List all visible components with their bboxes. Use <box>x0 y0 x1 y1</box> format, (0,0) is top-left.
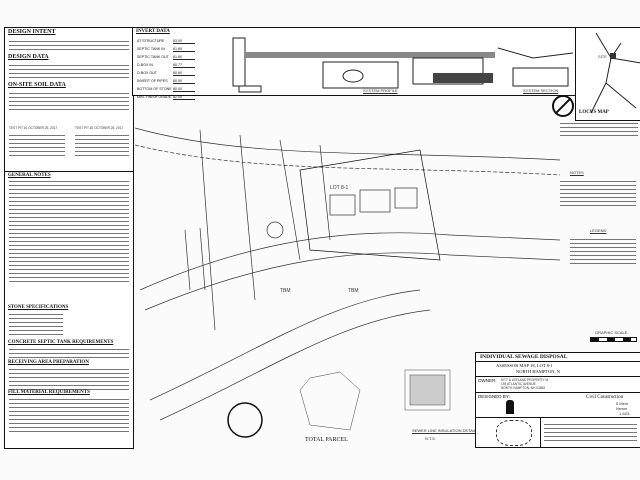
detail-title: SEWER LINE INSULATION DETAIL <box>412 428 477 433</box>
tank-reqs-heading: CONCRETE SEPTIC TANK REQUIREMENTS <box>8 340 114 345</box>
tbm-label-1: TBM <box>280 288 291 294</box>
designer-phone: 1-603- <box>619 411 631 416</box>
title-block: INDIVIDUAL SEWAGE DISPOSAL ASSESSOR MAP … <box>475 352 640 448</box>
assessor-label: ASSESSOR MAP 18, LOT 8-1 <box>496 363 553 368</box>
project-title: INDIVIDUAL SEWAGE DISPOSAL <box>480 354 568 360</box>
stone-specs-heading: STONE SPECIFICATIONS <box>8 305 69 310</box>
locus-info-lines <box>560 120 638 139</box>
designed-by-label: DESIGNED BY: <box>478 394 510 399</box>
graphic-scale-bar <box>590 337 637 342</box>
fill-heading: FILL MATERIAL REQUIREMENTS <box>8 390 90 395</box>
invert-data-heading: INVERT DATA <box>136 29 170 34</box>
locus-map-title: LOCUS MAP <box>579 110 609 115</box>
left-notes-panel: DESIGN INTENT DESIGN DATA ON-SITE SOIL D… <box>4 27 134 449</box>
town-label: NORTH HAMPTON, N <box>516 369 561 374</box>
receiving-heading: RECEIVING AREA PREPARATION <box>8 360 89 365</box>
lot-label: LOT 8-1 <box>330 185 349 191</box>
detail-scale: N.T.S. <box>425 436 436 441</box>
locus-map-roads <box>590 32 640 114</box>
system-section-label: SYSTEM SECTION <box>523 88 559 93</box>
owner-label: OWNER: <box>478 378 497 383</box>
soil-data-heading: ON-SITE SOIL DATA <box>8 82 66 88</box>
design-data-heading: DESIGN DATA <box>8 54 49 60</box>
notes-heading: NOTES <box>570 170 584 175</box>
system-profile-label: SYSTEM PROFILE <box>363 88 398 93</box>
total-parcel-label: TOTAL PARCEL <box>305 437 348 443</box>
tbm-label-2: TBM <box>348 288 359 294</box>
owner-name: KITT & LEELAND PROPERTY M <box>501 378 549 382</box>
general-notes-heading: GENERAL NOTES <box>8 173 51 178</box>
dig-safe-logo <box>552 95 574 117</box>
design-intent-heading: DESIGN INTENT <box>8 29 56 35</box>
designer-city: Newm <box>616 406 628 411</box>
owner-address: 193 ATLANTIC AVENUE <box>501 382 536 386</box>
designer-name: Civil Construction <box>586 395 624 400</box>
test-pit-1: TEST PIT #1 OCTOBER 25, 2017 <box>9 126 58 130</box>
owner-city: NORTH HAMPTON, NH 03862 <box>501 386 546 390</box>
graphic-scale-label: GRAPHIC SCALE <box>595 330 628 335</box>
locus-map-panel: SITE LOCUS MAP <box>575 27 640 121</box>
designer-address: 5 Mem <box>616 401 629 406</box>
test-pit-2: TEST PIT #2 OCTOBER 25, 2017 <box>75 126 124 130</box>
system-profile-drawing <box>232 37 574 93</box>
designer-stamp <box>496 420 532 446</box>
legend-heading: LEGEND <box>590 228 607 233</box>
site-label: SITE <box>598 54 607 59</box>
surveyor-figure-icon <box>506 400 514 414</box>
